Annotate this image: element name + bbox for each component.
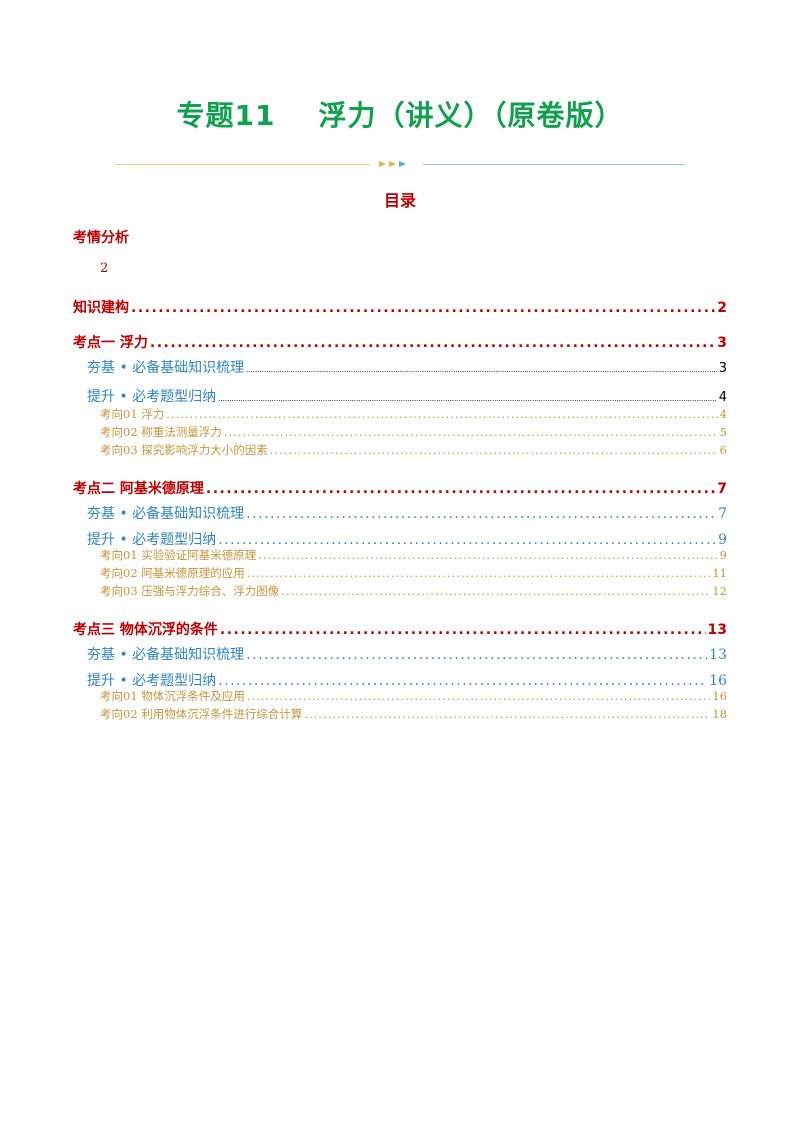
toc-leader-dots	[281, 584, 710, 598]
toc-entry-label: 提升 • 必考题型归纳	[87, 673, 217, 689]
toc-leader-dots	[224, 425, 718, 439]
toc-entry-page: 9	[719, 548, 727, 562]
toc-entry-point2[interactable]: 考点二 阿基米德原理 7	[73, 478, 727, 498]
toc-entry-point1-direction1[interactable]: 考向01 浮力 4	[100, 406, 727, 422]
toc-entry-page: 6	[719, 443, 727, 457]
toc-entry-point3-types[interactable]: 提升 • 必考题型归纳 16	[87, 670, 727, 690]
toc-leader-dots	[304, 707, 710, 721]
toc-leader-dots	[218, 673, 707, 689]
toc-entry-point1-types[interactable]: 提升 • 必考题型归纳 4	[87, 386, 727, 406]
divider-arrow-icon	[379, 161, 386, 167]
toc-leader-dots	[270, 443, 718, 457]
divider-line-right	[423, 164, 685, 165]
toc-entry-label: 知识建构	[73, 300, 129, 316]
toc-entry-page: 9	[718, 532, 727, 548]
toc-leader-dots	[247, 689, 711, 703]
toc-entry-page: 7	[718, 506, 727, 522]
toc-entry-page: 5	[719, 425, 727, 439]
toc-entry-point2-direction2[interactable]: 考向02 阿基米德原理的应用 11	[100, 565, 727, 581]
toc-leader-dots	[206, 481, 715, 497]
toc-entry-page: 18	[712, 707, 727, 721]
toc-leader-dots	[166, 407, 717, 421]
toc-entry-page: 12	[712, 584, 727, 598]
toc-entry-page: 4	[719, 407, 727, 421]
title-divider	[115, 158, 685, 172]
toc-entry-label: 考向03 探究影响浮力大小的因素	[100, 443, 268, 457]
toc-entry-label: 夯基 • 必备基础知识梳理	[87, 360, 245, 376]
toc-entry-label: 考向03 压强与浮力综合、浮力图像	[100, 584, 280, 598]
toc-entry-label: 考向02 称重法测量浮力	[100, 425, 222, 439]
toc-entry-point1-direction3[interactable]: 考向03 探究影响浮力大小的因素 6	[100, 442, 727, 458]
toc-leader-dots	[247, 566, 711, 580]
toc-leader-dots	[258, 548, 717, 562]
toc-entry-point1-basics[interactable]: 夯基 • 必备基础知识梳理 3	[87, 357, 727, 377]
toc-entry-point1-direction2[interactable]: 考向02 称重法测量浮力 5	[100, 424, 727, 440]
divider-arrow-icon	[399, 161, 406, 167]
toc-entry-point2-direction3[interactable]: 考向03 压强与浮力综合、浮力图像 12	[100, 583, 727, 599]
toc-entry-label: 考向02 阿基米德原理的应用	[100, 566, 245, 580]
toc-leader-dots	[218, 395, 717, 403]
divider-arrow-icon	[389, 161, 396, 167]
toc-entry-point2-basics[interactable]: 夯基 • 必备基础知识梳理 7	[87, 503, 727, 523]
toc-entry-knowledge[interactable]: 知识建构 2	[73, 297, 727, 317]
toc-entry-label: 考点二 阿基米德原理	[73, 481, 204, 497]
document-title: 专题11 浮力（讲义）（原卷版）	[176, 99, 624, 132]
toc-entry-page: 3	[717, 335, 727, 351]
toc-leader-dots	[220, 622, 706, 638]
toc-entry-page: 13	[709, 647, 727, 663]
toc-entry-page: 16	[712, 689, 727, 703]
toc-entry-label: 提升 • 必考题型归纳	[87, 532, 217, 548]
toc-leader-dots	[246, 647, 707, 663]
toc-leader-dots	[150, 335, 715, 351]
toc-entry-point3-direction2[interactable]: 考向02 利用物体沉浮条件进行综合计算 18	[100, 706, 727, 722]
toc-entry-page: 7	[717, 481, 727, 497]
toc-entry-label: 考向01 实验验证阿基米德原理	[100, 548, 257, 562]
divider-line-left	[115, 164, 370, 165]
toc-entry-page: 13	[707, 622, 727, 638]
toc-entry-label: 考点三 物体沉浮的条件	[73, 622, 218, 638]
toc-entry-page: 3	[718, 361, 727, 376]
toc-entry-page: 16	[709, 673, 727, 689]
toc-entry-page: 2	[717, 300, 727, 316]
toc-entry-page: 4	[718, 390, 727, 405]
toc-leader-dots	[246, 506, 716, 522]
toc-entry-label: 考向02 利用物体沉浮条件进行综合计算	[100, 707, 303, 721]
toc-entry-label: 夯基 • 必备基础知识梳理	[87, 506, 245, 522]
toc-leader-dots	[131, 300, 715, 316]
toc-leader-dots	[246, 366, 717, 374]
toc-entry-label: 考点一 浮力	[73, 335, 148, 351]
toc-leader-dots	[218, 532, 716, 548]
toc-heading: 目录	[383, 191, 416, 210]
toc-entry-label: 夯基 • 必备基础知识梳理	[87, 647, 245, 663]
toc-entry-page: 11	[712, 566, 727, 580]
toc-entry-label: 考向01 浮力	[100, 407, 165, 421]
toc-entry-point3-basics[interactable]: 夯基 • 必备基础知识梳理 13	[87, 644, 727, 664]
toc-entry-label: 考向01 物体沉浮条件及应用	[100, 689, 245, 703]
toc-entry-point3-direction1[interactable]: 考向01 物体沉浮条件及应用 16	[100, 688, 727, 704]
toc-entry-analysis-page[interactable]: 2	[100, 261, 109, 276]
toc-entry-point2-direction1[interactable]: 考向01 实验验证阿基米德原理 9	[100, 547, 727, 563]
toc-entry-point1[interactable]: 考点一 浮力 3	[73, 332, 727, 352]
toc-entry-point3[interactable]: 考点三 物体沉浮的条件 13	[73, 619, 727, 639]
toc-entry-analysis[interactable]: 考情分析	[73, 230, 129, 246]
toc-entry-label: 提升 • 必考题型归纳	[87, 389, 217, 405]
toc-entry-point2-types[interactable]: 提升 • 必考题型归纳 9	[87, 529, 727, 549]
